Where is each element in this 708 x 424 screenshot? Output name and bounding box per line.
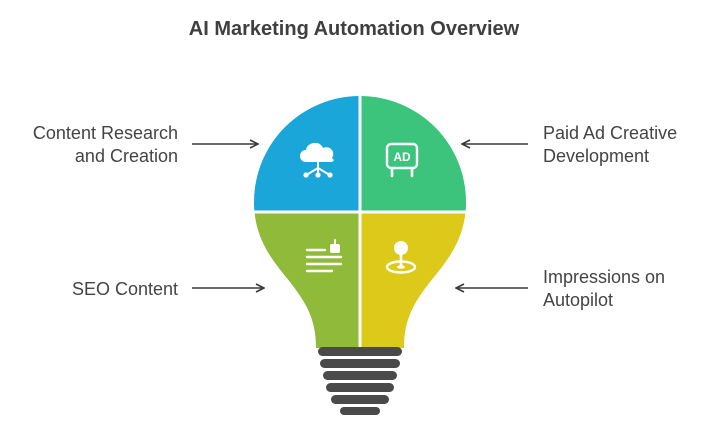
segment-paid-ad: [360, 96, 466, 212]
page-title: AI Marketing Automation Overview: [188, 18, 520, 40]
label-seo-content: SEO Content: [71, 279, 178, 299]
label-impressions: Impressions on Autopilot: [543, 267, 666, 310]
robot-document-icon: [305, 239, 343, 273]
location-pin-icon: [385, 241, 417, 274]
label-content-research: Content Research and Creation: [32, 123, 178, 166]
segment-content-research: [254, 96, 360, 212]
bulb-base: [318, 347, 402, 415]
svg-text:AD: AD: [393, 150, 411, 164]
segment-impressions: [360, 212, 466, 348]
ad-sign-icon: AD: [385, 142, 419, 178]
segment-seo-content: [254, 212, 360, 348]
cloud-network-icon: [300, 142, 334, 178]
label-paid-ad: Paid Ad Creative Development: [543, 123, 678, 166]
